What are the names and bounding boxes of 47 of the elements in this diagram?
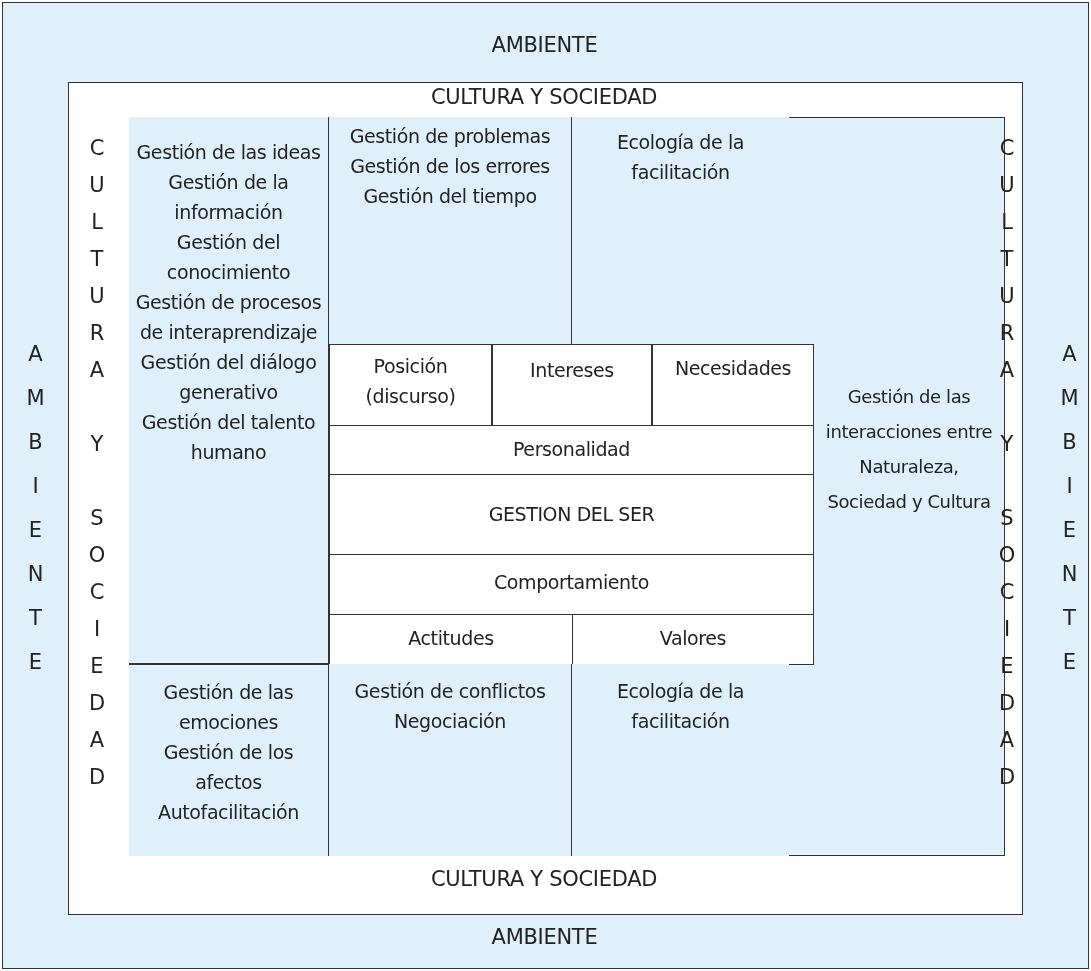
cell-text: Valores	[659, 626, 727, 651]
vertical-heading: CULTURA Y SOCIEDAD	[84, 136, 110, 802]
cell-text: Gestión de las emociones	[162, 680, 295, 735]
inner-grid-cell	[329, 425, 814, 475]
grid-cell	[129, 664, 329, 856]
vertical-heading: CULTURA Y SOCIEDAD	[994, 136, 1020, 802]
inner-grid-cell	[329, 554, 814, 615]
frame-heading: AMBIENTE	[491, 31, 598, 59]
cell-text: Intereses	[530, 358, 614, 383]
frame-heading: CULTURA Y SOCIEDAD	[430, 84, 658, 111]
cell-text: Gestión de los afectos	[162, 740, 295, 795]
cell-text: Ecología de la facilitación	[615, 130, 746, 185]
cell-text: Autofacilitación	[158, 800, 299, 825]
cell-text: Ecología de la facilitación	[615, 679, 746, 734]
frame-heading: AMBIENTE	[491, 923, 598, 951]
cell-text: Necesidades	[674, 356, 792, 381]
grid-cell	[572, 664, 789, 856]
cell-text: Comportamiento	[494, 570, 649, 595]
cell-text: Negociación	[394, 709, 506, 734]
cell-text: Gestión de las ideas	[136, 140, 321, 165]
cell-text: Gestión de las interacciones entre Naturaleza, Sociedad y Cultura	[824, 385, 994, 514]
grid-cell	[129, 117, 329, 664]
cell-text: Gestión de la información	[167, 170, 290, 225]
cell-text: Posición (discurso)	[364, 354, 457, 409]
grid-cell	[329, 117, 572, 344]
cell-text: Gestión de los errores	[350, 154, 550, 179]
cell-text: Gestión del tiempo	[363, 184, 537, 209]
vertical-heading: AMBIENTE	[22, 341, 49, 694]
cell-text: Gestión del diálogo generativo	[139, 350, 318, 405]
inner-grid-cell	[329, 344, 492, 426]
inner-grid-cell	[652, 344, 814, 426]
grid-cell	[329, 664, 572, 856]
inner-grid-cell	[329, 474, 814, 555]
vertical-heading: AMBIENTE	[1056, 341, 1083, 694]
frame-heading: CULTURA Y SOCIEDAD	[430, 866, 658, 893]
inner-grid-cell	[329, 614, 573, 665]
cell-text: Actitudes	[408, 626, 494, 651]
cell-text: Personalidad	[513, 437, 630, 462]
cell-text: Gestión de conflictos	[354, 679, 546, 704]
cell-text: Gestión del conocimiento	[165, 230, 292, 285]
cell-text: Gestión de problemas	[349, 124, 551, 149]
cell-text: GESTION DEL SER	[488, 502, 655, 527]
inner-grid-cell	[492, 344, 652, 426]
cell-text: Gestión de procesos de interaprendizaje	[134, 290, 323, 345]
cell-text: Gestión del talento humano	[140, 410, 317, 465]
inner-frame	[67, 81, 1023, 915]
inner-grid-cell	[572, 614, 814, 665]
